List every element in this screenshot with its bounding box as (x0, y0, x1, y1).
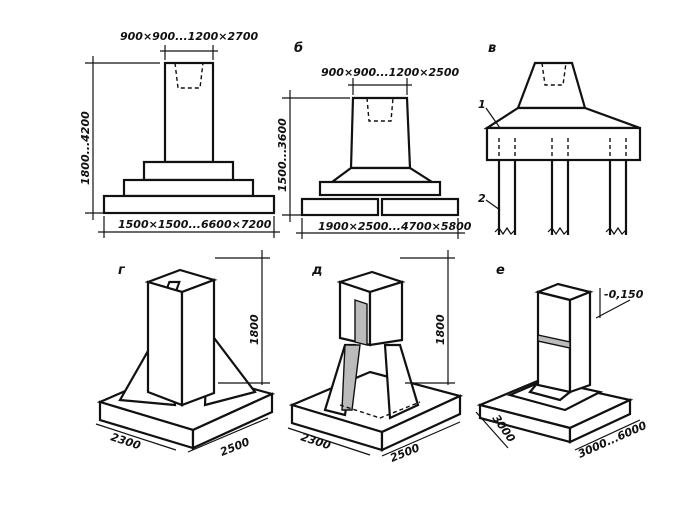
hidden-edge (339, 401, 421, 419)
column-side (180, 278, 216, 407)
leg-left-section (341, 344, 361, 411)
flare (328, 166, 436, 184)
width-dimension-label: 2500 (218, 435, 252, 459)
column-side (368, 280, 404, 347)
figure-d-frame-foundation: д 1800 2300 2500 (287, 250, 464, 465)
callout-1: 1 (478, 98, 486, 111)
callout-leaders (485, 107, 501, 211)
top-dimension-line (160, 45, 218, 60)
base-dimension-label: 1500×1500...6600×7200 (118, 218, 272, 231)
base-dimension-label: 1900×2500...4700×5800 (318, 220, 472, 233)
base-slab (102, 194, 276, 215)
figure-e-column-foundation: е -0,150 3000 3000...6000 (475, 263, 649, 461)
socket-hidden (174, 62, 204, 89)
level-mark-label: -0,150 (604, 288, 644, 301)
height-dimension-line (215, 250, 270, 385)
figure-letter: д (311, 263, 323, 278)
cap-slope (483, 106, 641, 130)
base-dimension-line (98, 216, 280, 238)
top-dimension-line (348, 78, 412, 95)
height-dimension-line (85, 56, 160, 220)
column-section (354, 299, 368, 346)
column (163, 61, 215, 164)
height-dimension-label: 1800 (248, 314, 261, 345)
base-dimension-line (296, 218, 465, 239)
figure-b-block-foundation: б 900×900...1200×2500 1500...3600 1900×2… (276, 41, 472, 239)
slab-side (191, 392, 274, 450)
leg-right (383, 343, 420, 420)
height-dimension-line (282, 90, 350, 222)
level-mark-leader (595, 288, 631, 319)
top-dimension-label: 900×900...1200×2500 (321, 66, 459, 79)
base-block-left (300, 197, 380, 217)
pile-heads-hidden (498, 138, 627, 160)
slab (318, 180, 442, 197)
figure-a-stepped-foundation: 900×900...1200×2700 1800...4200 1500×150… (79, 30, 280, 238)
slab-side (380, 394, 462, 452)
figure-c-pile-foundation: в 1 2 (478, 41, 642, 236)
step-1 (142, 160, 235, 182)
figure-letter: б (294, 41, 303, 56)
joint-section (537, 334, 571, 349)
pile-cap (485, 126, 642, 162)
socket-hidden (366, 97, 394, 122)
height-dimension-label: 1800...4200 (79, 111, 92, 185)
height-dimension-line (400, 250, 455, 385)
base-dimension-lines (287, 421, 461, 457)
base-dimension-lines (95, 417, 269, 453)
column-front (146, 280, 184, 407)
socket-hidden (541, 62, 567, 86)
depth-dimension-label: 2300 (109, 430, 142, 452)
callout-2: 2 (478, 192, 486, 205)
figure-g-ribbed-foundation: г 1800 2300 2500 (95, 250, 276, 459)
pile-break-marks (494, 226, 627, 236)
figure-letter: г (118, 263, 126, 278)
base-dimension-lines (475, 411, 641, 451)
step-2 (122, 178, 255, 198)
figure-letter: е (496, 263, 505, 278)
top-dimension-label: 900×900...1200×2700 (120, 30, 258, 43)
column-side (568, 290, 592, 394)
figure-letter: в (488, 41, 496, 56)
height-dimension-label: 1800 (434, 314, 447, 345)
base-slab-side (568, 398, 632, 444)
column (349, 96, 412, 170)
base-block-right (380, 197, 460, 217)
piles (497, 160, 628, 235)
height-dimension-label: 1500...3600 (276, 118, 289, 192)
